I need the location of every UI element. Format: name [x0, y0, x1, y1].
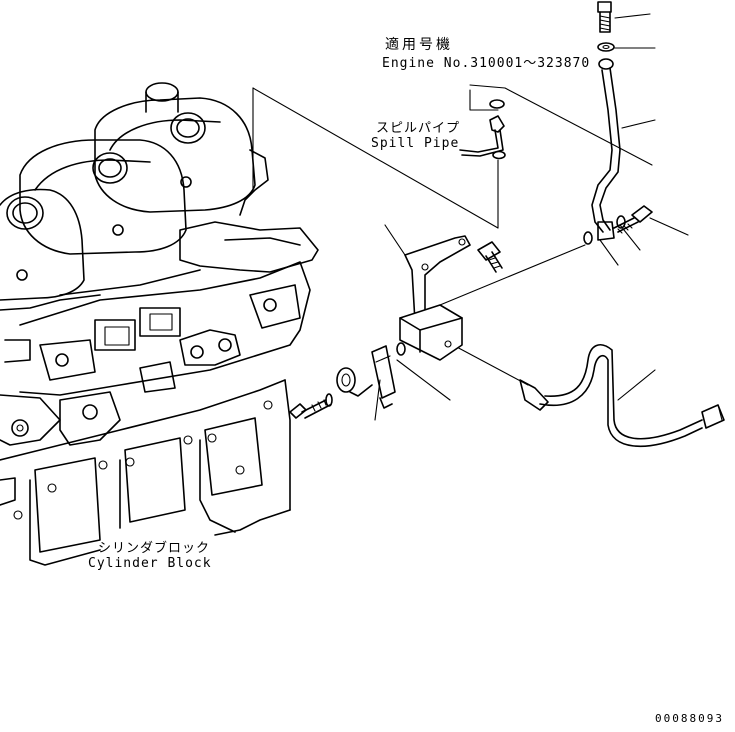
sensor-block — [399, 304, 463, 361]
bracket-bolt — [477, 241, 503, 273]
top-bolt — [597, 1, 612, 33]
banjo-fitting — [336, 367, 373, 397]
lower-bolt — [289, 399, 331, 419]
sensor-harness — [519, 344, 725, 447]
engine-number-label: Engine No.310001～323870 — [382, 56, 591, 71]
washers-right — [583, 215, 626, 245]
lower-washer — [325, 393, 333, 407]
applicable-serial-jp-label: 適用号機 — [385, 37, 453, 53]
cylinder-block-jp-label: シリンダブロック — [98, 541, 211, 556]
cylinder-block-body — [0, 379, 291, 566]
drawing-number: 00088093 — [655, 712, 724, 725]
spill-pipe-jp-label: スピルパイプ — [376, 121, 461, 136]
sensor-rod — [371, 345, 396, 409]
spill-pipe-small — [459, 99, 506, 160]
small-washer — [396, 342, 406, 356]
engine-manifold — [0, 149, 319, 446]
top-washer — [597, 42, 615, 52]
spill-tube-long — [591, 58, 621, 241]
cylinder-block-en-label: Cylinder Block — [88, 556, 212, 571]
bracket — [404, 235, 471, 323]
spill-pipe-en-label: Spill Pipe — [371, 136, 460, 151]
engine-cylinder-heads — [0, 82, 256, 311]
banjo-bolt-right — [613, 205, 653, 234]
